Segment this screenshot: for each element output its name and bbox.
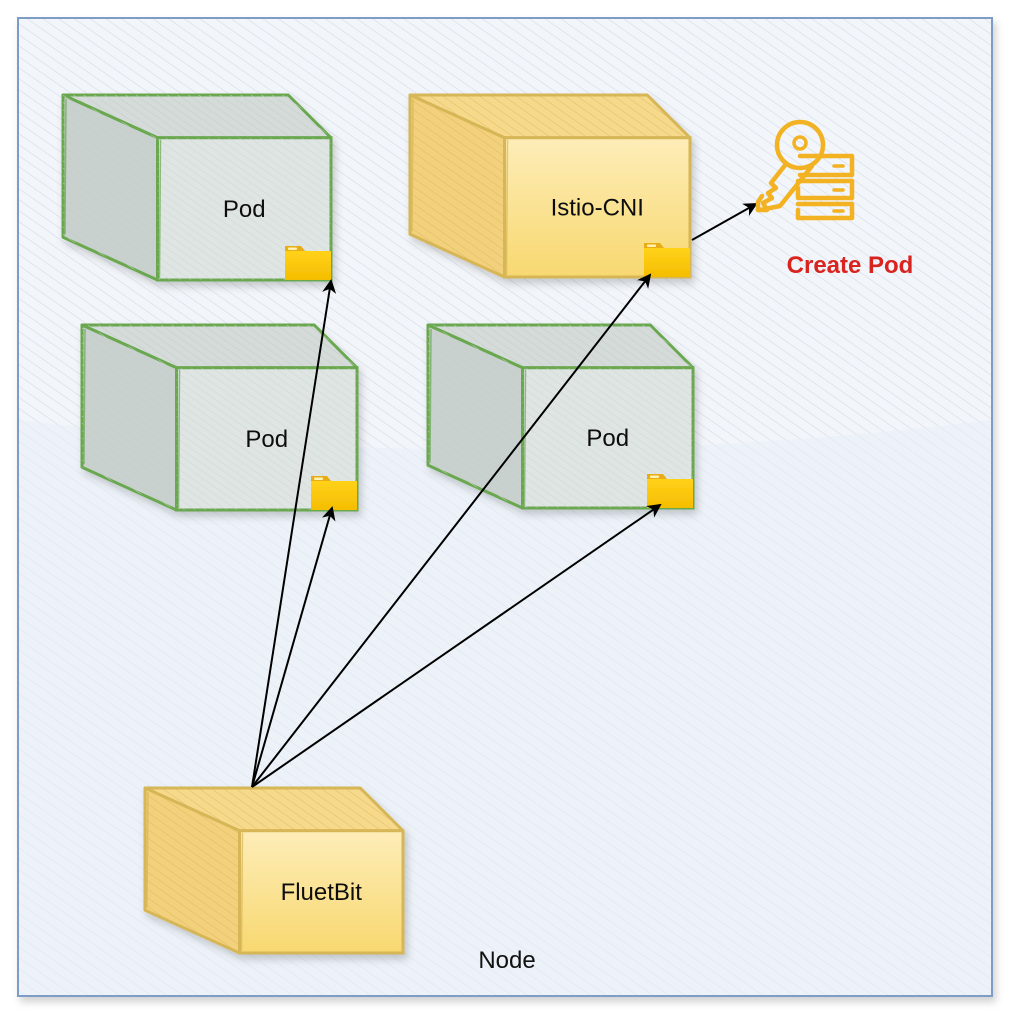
node-fluetbit[interactable]: FluetBit [143, 786, 405, 955]
node-label-fluetbit: FluetBit [281, 879, 363, 906]
box-sketch-lines [83, 328, 181, 509]
key-server-icon [755, 119, 855, 221]
edge-istio-cni-to-create-pod[interactable] [691, 203, 758, 241]
node-pod-2[interactable]: Pod [80, 323, 359, 512]
edge-fluetbit-to-pod-3[interactable] [251, 503, 662, 788]
node-istio-cni[interactable]: Istio-CNI [408, 93, 692, 279]
box-sketch-lines [146, 791, 244, 952]
edge-fluetbit-to-istio-cni[interactable] [251, 273, 652, 788]
box-sketch-lines [64, 98, 162, 279]
folder-icon [647, 474, 693, 508]
create-pod-annotation[interactable]: Create Pod [755, 119, 914, 279]
box-top-hatch [410, 95, 690, 138]
box-top-hatch [145, 788, 403, 831]
node-pod-3[interactable]: Pod [426, 323, 695, 510]
box-side-hatch [63, 95, 158, 280]
box-front-face [238, 829, 405, 955]
create-pod-label: Create Pod [787, 252, 914, 279]
node-pod-1[interactable]: Pod [61, 93, 333, 282]
folder-icon [644, 243, 690, 277]
node-label-pod-2: Pod [245, 426, 288, 453]
box-side-hatch [145, 788, 240, 953]
edge-fluetbit-to-pod-2[interactable] [251, 506, 336, 788]
box-side-hatch [428, 325, 523, 508]
box-sketch-lines [429, 328, 527, 507]
node-label-pod-3: Pod [586, 425, 629, 452]
box-side-hatch [410, 95, 505, 277]
node-label-pod-1: Pod [223, 196, 266, 223]
folder-icon [311, 476, 357, 510]
box-sketch-lines [411, 98, 509, 276]
box-side-hatch [82, 325, 177, 510]
node-label: Node [478, 947, 535, 974]
box-top-hatch [82, 325, 357, 368]
box-top-hatch [428, 325, 693, 368]
folder-icon [285, 246, 331, 280]
box-top-hatch [63, 95, 331, 138]
edge-fluetbit-to-pod-1[interactable] [251, 279, 337, 788]
node-label-istio-cni: Istio-CNI [551, 194, 644, 221]
edges-layer [251, 203, 758, 788]
